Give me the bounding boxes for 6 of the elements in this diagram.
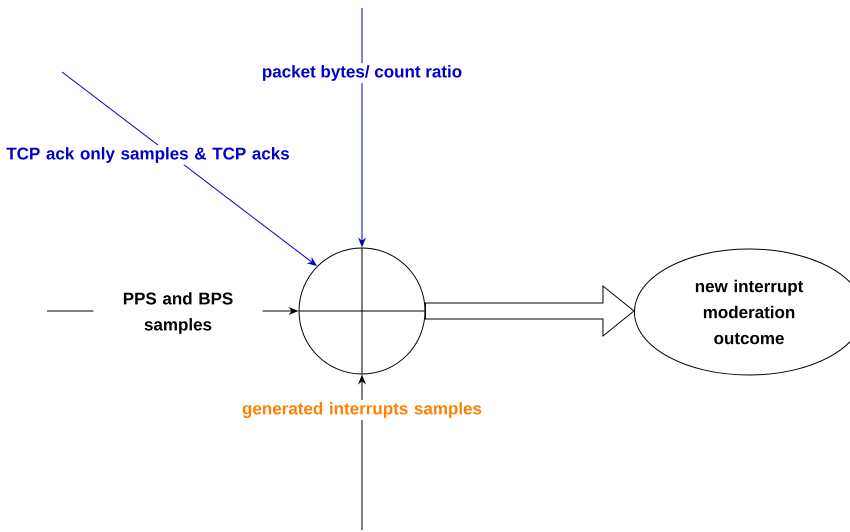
- edge-label: generated interrupts samples: [234, 400, 490, 420]
- edge-label: PPS and BPS samples: [94, 290, 262, 336]
- block-arrow: [425, 284, 635, 338]
- edge-label: packet bytes/ count ratio: [260, 63, 464, 83]
- edge-label: TCP ack only samples & TCP acks: [0, 145, 296, 165]
- summing-junction: [298, 248, 426, 374]
